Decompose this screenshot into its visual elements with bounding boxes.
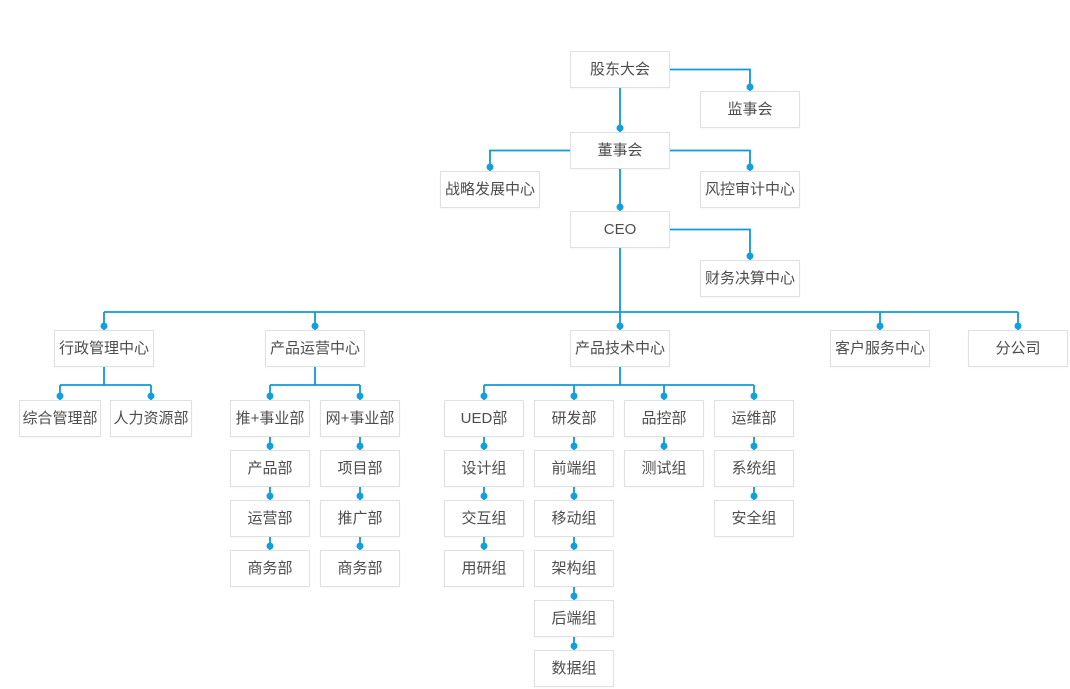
connector-dot — [486, 163, 494, 171]
org-node-system-group[interactable]: 系统组 — [714, 450, 794, 487]
connector-dot — [746, 163, 754, 171]
connector-dot — [660, 392, 668, 400]
org-node-rnd-dept[interactable]: 研发部 — [534, 400, 614, 437]
connector-dot — [570, 442, 578, 450]
org-node-general-mgmt-dept[interactable]: 综合管理部 — [19, 400, 101, 437]
org-node-architecture-group[interactable]: 架构组 — [534, 550, 614, 587]
connector-dot — [480, 492, 488, 500]
org-node-board-of-directors[interactable]: 董事会 — [570, 132, 670, 169]
connector-dot — [266, 542, 274, 550]
org-node-backend-group[interactable]: 后端组 — [534, 600, 614, 637]
org-node-hr-dept[interactable]: 人力资源部 — [110, 400, 192, 437]
org-node-ued-dept[interactable]: UED部 — [444, 400, 524, 437]
connector-dot — [56, 392, 64, 400]
org-node-strategy-dev-center[interactable]: 战略发展中心 — [440, 171, 540, 208]
connector-dot — [570, 642, 578, 650]
connector-line — [670, 228, 751, 260]
connector-dot — [311, 322, 319, 330]
org-node-frontend-group[interactable]: 前端组 — [534, 450, 614, 487]
org-node-product-dept[interactable]: 产品部 — [230, 450, 310, 487]
org-node-interaction-group[interactable]: 交互组 — [444, 500, 524, 537]
connector-dot — [480, 442, 488, 450]
connector-dot — [570, 542, 578, 550]
connector-dot — [616, 322, 624, 330]
connector-dot — [480, 392, 488, 400]
org-node-wang-business-unit[interactable]: 网+事业部 — [320, 400, 400, 437]
org-node-finance-center[interactable]: 财务决算中心 — [700, 260, 800, 297]
connector-dot — [570, 592, 578, 600]
connector-dot — [147, 392, 155, 400]
connector-dot — [750, 442, 758, 450]
org-node-business-dept-2[interactable]: 商务部 — [320, 550, 400, 587]
connector-dot — [746, 83, 754, 91]
org-node-promotion-dept[interactable]: 推广部 — [320, 500, 400, 537]
connector-line — [489, 149, 570, 171]
org-node-tui-business-unit[interactable]: 推+事业部 — [230, 400, 310, 437]
org-node-product-tech-center[interactable]: 产品技术中心 — [570, 330, 670, 367]
org-node-security-group[interactable]: 安全组 — [714, 500, 794, 537]
connector-dot — [876, 322, 884, 330]
connector-dot — [356, 392, 364, 400]
org-node-risk-audit-center[interactable]: 风控审计中心 — [700, 171, 800, 208]
connector-dot — [356, 542, 364, 550]
org-node-shareholders-meeting[interactable]: 股东大会 — [570, 51, 670, 88]
org-node-branch-company[interactable]: 分公司 — [968, 330, 1068, 367]
connector-dot — [750, 392, 758, 400]
connector-dot — [356, 442, 364, 450]
connector-dot — [356, 492, 364, 500]
org-node-admin-mgmt-center[interactable]: 行政管理中心 — [54, 330, 154, 367]
connector-dot — [266, 442, 274, 450]
connector-dot — [266, 492, 274, 500]
org-node-supervisory-board[interactable]: 监事会 — [700, 91, 800, 128]
org-node-testing-group[interactable]: 测试组 — [624, 450, 704, 487]
connector-dot — [746, 252, 754, 260]
connector-dot — [1014, 322, 1022, 330]
org-node-customer-service-center[interactable]: 客户服务中心 — [830, 330, 930, 367]
org-node-user-research-group[interactable]: 用研组 — [444, 550, 524, 587]
org-node-ops-maintenance-dept[interactable]: 运维部 — [714, 400, 794, 437]
org-node-ceo[interactable]: CEO — [570, 211, 670, 248]
connector-line — [670, 68, 751, 91]
connector-dot — [570, 392, 578, 400]
connector-dot — [480, 542, 488, 550]
connector-dot — [750, 492, 758, 500]
org-node-mobile-group[interactable]: 移动组 — [534, 500, 614, 537]
connector-dot — [660, 442, 668, 450]
connector-dot — [266, 392, 274, 400]
org-node-design-group[interactable]: 设计组 — [444, 450, 524, 487]
org-node-data-group[interactable]: 数据组 — [534, 650, 614, 687]
org-node-qc-dept[interactable]: 品控部 — [624, 400, 704, 437]
connector-dot — [570, 492, 578, 500]
org-node-business-dept-1[interactable]: 商务部 — [230, 550, 310, 587]
org-node-project-dept[interactable]: 项目部 — [320, 450, 400, 487]
org-node-operations-dept[interactable]: 运营部 — [230, 500, 310, 537]
connector-line — [670, 149, 751, 171]
org-node-product-ops-center[interactable]: 产品运营中心 — [265, 330, 365, 367]
connector-dot — [616, 203, 624, 211]
connector-dot — [100, 322, 108, 330]
connector-dot — [616, 124, 624, 132]
